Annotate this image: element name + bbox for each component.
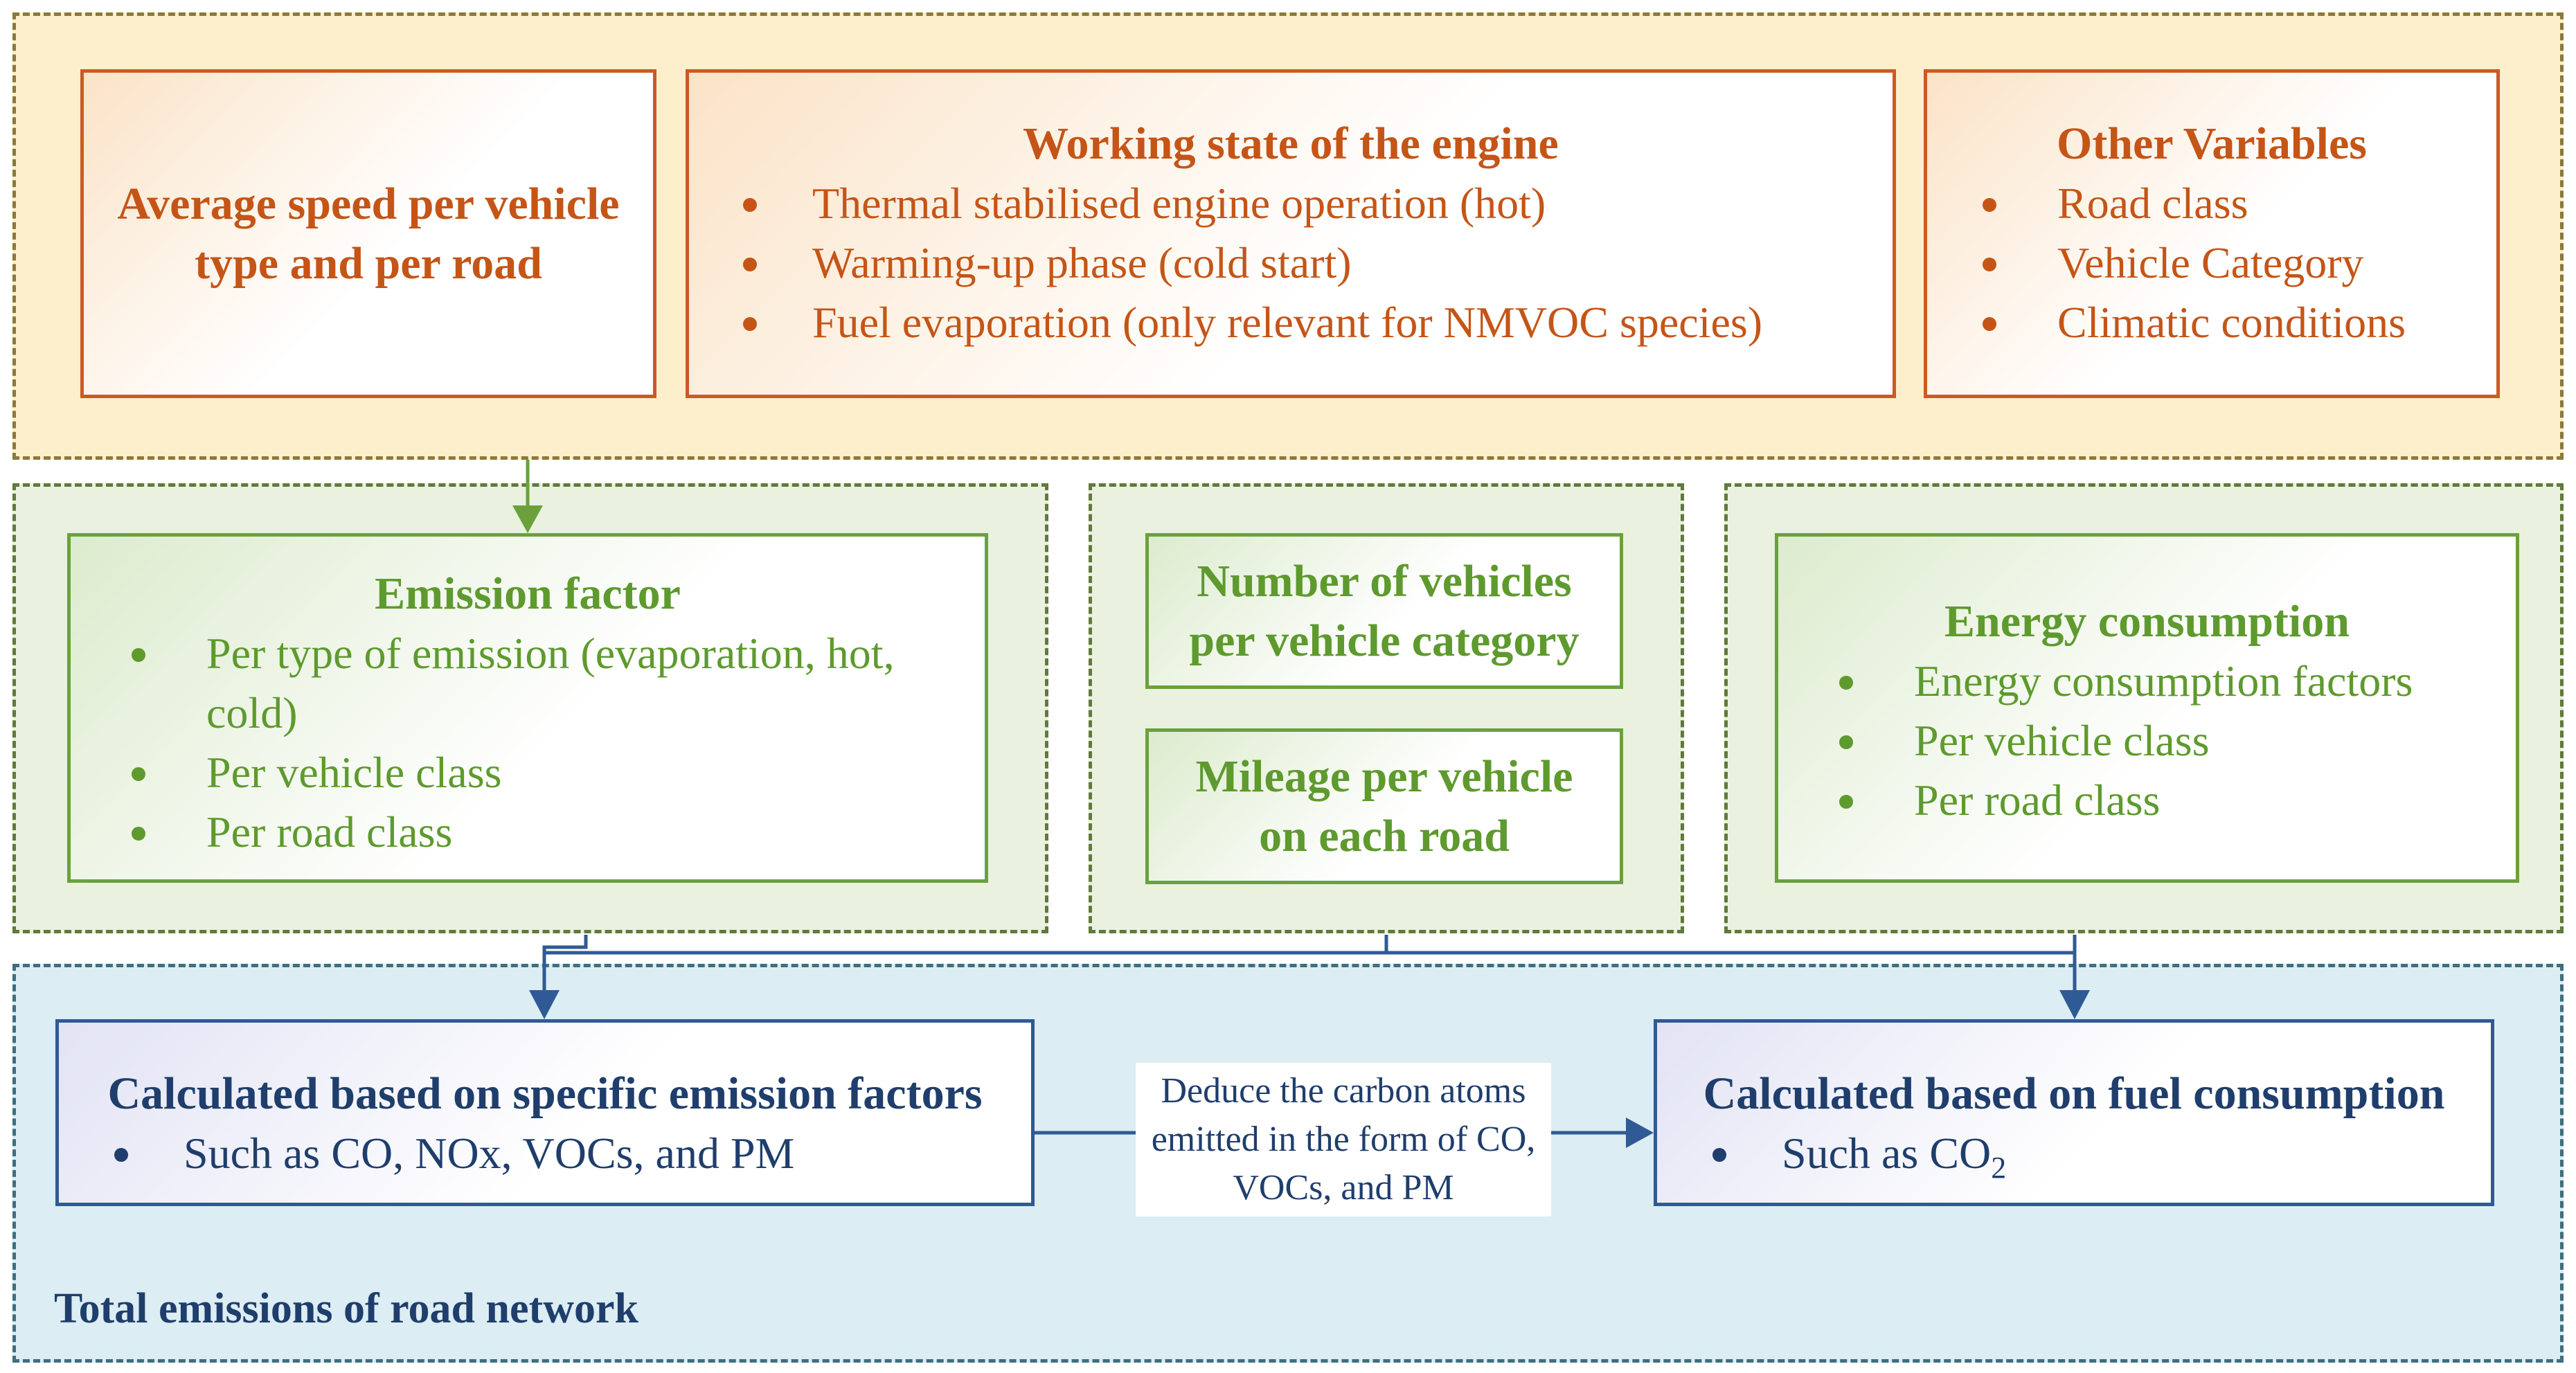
deduce-carbon-label: Deduce the carbon atoms emitted in the f… [1136,1063,1551,1217]
bullet-icon [743,258,757,271]
bullet-icon [1983,258,1996,271]
bullet-icon [1839,795,1853,809]
list-item-text: Such as CO, NOx, VOCs, and PM [184,1129,795,1178]
list-item-text: Per vehicle class [206,748,502,797]
list-item: Per vehicle class [132,743,985,802]
fuel-consumption-box: Calculated based on fuel consumption Suc… [1654,1019,2494,1206]
list-item: Per road class [1839,771,2516,830]
average-speed-title: Average speed per vehicle type and per r… [117,178,620,289]
list-item-text: Climatic conditions [2057,298,2406,347]
total-emissions-label: Total emissions of road network [54,1285,638,1332]
list-item: Per type of emission (evaporation, hot, … [132,624,985,743]
list-item: Fuel evaporation (only relevant for NMVO… [743,293,1893,352]
list-item-text: Thermal stabilised engine operation (hot… [812,179,1546,228]
mileage-title: Mileage per vehicle on each road [1195,751,1573,861]
list-item-text: Per vehicle class [1914,716,2210,765]
bullet-icon [1983,317,1996,331]
list-item-text: Per road class [206,807,453,856]
other-variables-title: Other Variables [2057,118,2367,169]
list-item-text: Warming-up phase (cold start) [812,238,1352,287]
emission-factor-list: Per type of emission (evaporation, hot, … [132,624,985,862]
list-item-text: Per road class [1914,775,2161,825]
list-item: Per road class [132,802,985,862]
specific-emission-title: Calculated based on specific emission fa… [107,1068,983,1119]
emission-factor-title: Emission factor [375,568,681,619]
bullet-icon [1839,676,1853,690]
list-item: Vehicle Category [1983,233,2496,293]
energy-consumption-title: Energy consumption [1944,596,2350,647]
energy-consumption-box: Energy consumption Energy consumption fa… [1775,533,2519,883]
bullet-icon [743,198,757,212]
bullet-icon [132,648,145,662]
fuel-consumption-list: Such as CO2 [1712,1124,2491,1198]
bullet-icon [1839,735,1853,749]
list-item: Such as CO2 [1712,1124,2491,1198]
list-item-text: Vehicle Category [2057,238,2364,287]
list-item-text: Road class [2057,179,2248,228]
bullet-icon [743,317,757,331]
mileage-box: Mileage per vehicle on each road [1145,728,1623,884]
emission-factor-box: Emission factor Per type of emission (ev… [67,533,988,883]
fuel-item-subscript: 2 [1991,1150,2007,1185]
average-speed-box: Average speed per vehicle type and per r… [80,69,656,398]
list-item: Energy consumption factors [1839,652,2516,711]
bullet-icon [132,767,145,781]
engine-state-title: Working state of the engine [1023,118,1559,169]
bullet-icon [1712,1148,1726,1162]
list-item-text: Per type of emission (evaporation, hot, … [206,629,895,737]
bullet-icon [114,1148,128,1162]
specific-emission-list: Such as CO, NOx, VOCs, and PM [114,1124,1031,1183]
engine-state-box: Working state of the engine Thermal stab… [686,69,1896,398]
list-item-text: Energy consumption factors [1914,656,2413,706]
vehicle-count-box: Number of vehicles per vehicle category [1145,533,1623,689]
engine-state-list: Thermal stabilised engine operation (hot… [743,174,1893,352]
fuel-consumption-title: Calculated based on fuel consumption [1703,1068,2445,1119]
list-item-text: Fuel evaporation (only relevant for NMVO… [812,298,1763,347]
vehicle-count-title: Number of vehicles per vehicle category [1189,555,1580,666]
fuel-item-text: Such as CO [1782,1129,1992,1178]
list-item: Thermal stabilised engine operation (hot… [743,174,1893,233]
bullet-icon [1983,198,1996,212]
list-item: Climatic conditions [1983,293,2496,352]
list-item: Such as CO, NOx, VOCs, and PM [114,1124,1031,1183]
bullet-icon [132,827,145,841]
list-item: Warming-up phase (cold start) [743,233,1893,293]
specific-emission-box: Calculated based on specific emission fa… [55,1019,1035,1206]
list-item: Road class [1983,174,2496,233]
list-item: Per vehicle class [1839,711,2516,771]
